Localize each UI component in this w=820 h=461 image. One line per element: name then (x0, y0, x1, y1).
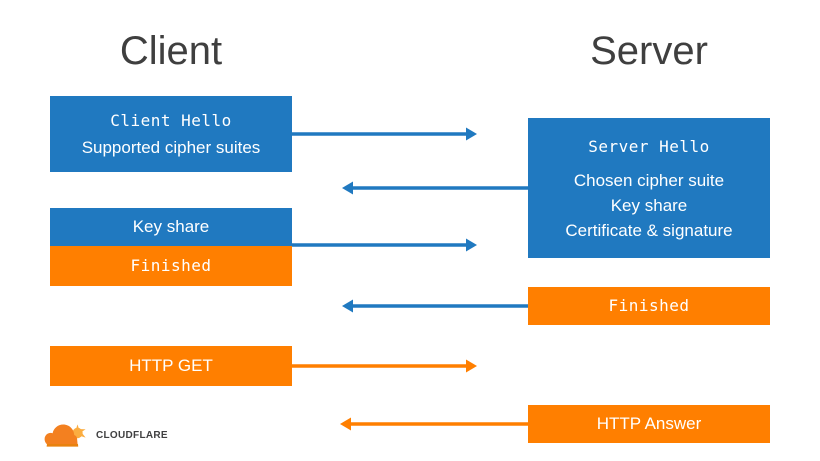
arrow-client-hello-to-server (292, 127, 477, 141)
message-line-server-hello-title: Server Hello (588, 136, 710, 156)
message-box-server-hello: Server Hello Chosen cipher suite Key sha… (528, 118, 770, 258)
cloudflare-logo: CLOUDFLARE (44, 421, 168, 449)
arrow-server-finished-to-client (342, 299, 528, 313)
arrow-http-get-to-server (292, 359, 477, 373)
message-box-client-finished: Finished (50, 246, 292, 286)
message-line-server-finished: Finished (608, 296, 690, 316)
message-line-supported-cipher-suites: Supported cipher suites (81, 138, 261, 158)
arrow-key-share-to-server (292, 238, 477, 252)
message-box-http-get: HTTP GET (50, 346, 292, 386)
message-line-client-finished: Finished (130, 256, 212, 276)
message-box-client-key-share: Key share (50, 208, 292, 246)
column-title-client: Client (119, 29, 223, 73)
message-line-client-hello-title: Client Hello (110, 111, 232, 131)
message-line-key-share: Key share (132, 217, 210, 237)
message-line-server-key-share: Key share (610, 195, 688, 215)
message-line-chosen-cipher-suite: Chosen cipher suite (573, 170, 725, 190)
column-title-server: Server (590, 29, 708, 73)
message-box-server-finished: Finished (528, 287, 770, 325)
cloudflare-cloud-icon (44, 424, 86, 447)
message-line-http-answer: HTTP Answer (596, 414, 702, 434)
arrow-server-hello-to-client (342, 181, 528, 195)
message-line-certificate-and-signature: Certificate & signature (565, 221, 733, 241)
message-box-client-hello: Client Hello Supported cipher suites (50, 96, 292, 172)
cloudflare-wordmark: CLOUDFLARE (96, 429, 168, 441)
message-line-http-get: HTTP GET (129, 356, 213, 376)
message-box-http-answer: HTTP Answer (528, 405, 770, 443)
arrow-http-answer-to-client (340, 417, 528, 431)
